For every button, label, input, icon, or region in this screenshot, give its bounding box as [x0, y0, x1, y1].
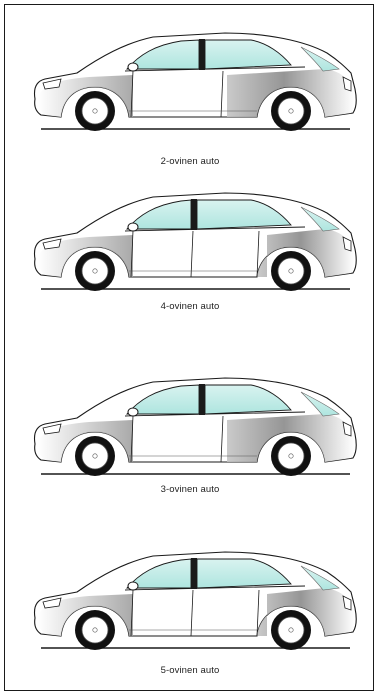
figure-caption: 2-ovinen auto [5, 156, 375, 167]
wheel [271, 610, 311, 650]
car-illustration-4-door [5, 177, 375, 302]
car-illustration-5-door [5, 540, 375, 665]
wheel [75, 610, 115, 650]
figure-5-door: 5-ovinen auto [5, 540, 375, 680]
figure-2-door: 2-ovinen auto [5, 5, 375, 175]
wheel [271, 436, 311, 476]
wheel [271, 251, 311, 291]
figure-caption: 4-ovinen auto [5, 301, 375, 312]
car-body [34, 552, 356, 650]
wheel [75, 91, 115, 131]
page-frame: 2-ovinen auto 4-ovinen auto 3-ovinen aut… [4, 4, 374, 691]
wheel [75, 251, 115, 291]
car-body [34, 193, 356, 291]
figure-3-door: 3-ovinen auto [5, 350, 375, 505]
wheel [271, 91, 311, 131]
figure-caption: 3-ovinen auto [5, 484, 375, 495]
car-illustration-2-door [5, 5, 375, 155]
wheel [75, 436, 115, 476]
figure-caption: 5-ovinen auto [5, 665, 375, 676]
figure-4-door: 4-ovinen auto [5, 177, 375, 327]
car-body [34, 33, 356, 131]
car-body [34, 378, 356, 476]
car-illustration-3-door [5, 350, 375, 480]
